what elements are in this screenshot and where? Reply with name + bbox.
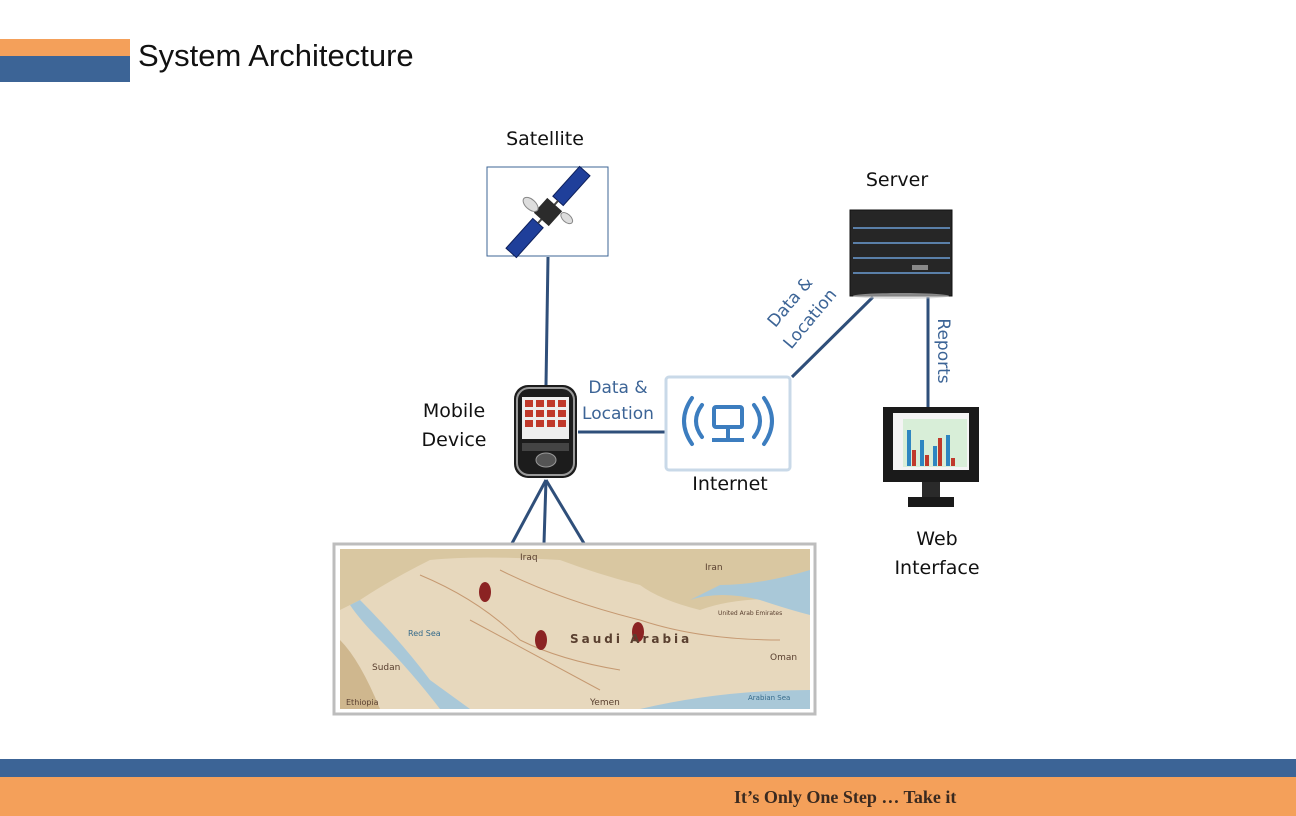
web-interface-label-line1: Web [916, 528, 958, 550]
slide-title: System Architecture [138, 38, 414, 73]
footer-accent-orange [0, 777, 1296, 816]
map-marker-2 [535, 630, 547, 650]
map-label-ethiopia: Ethiopia [346, 698, 379, 707]
satellite-label: Satellite [506, 128, 584, 150]
map-label-arabian-sea: Arabian Sea [748, 694, 790, 702]
map-label-yemen: Yemen [589, 698, 620, 708]
map-label-oman: Oman [770, 653, 797, 663]
map-marker-1 [479, 582, 491, 602]
server-label: Server [865, 169, 929, 191]
connector-internet-server [790, 295, 875, 379]
footer-accent-blue [0, 759, 1296, 777]
mobile-device-label-line2: Device [421, 429, 487, 451]
map-label-red-sea: Red Sea [408, 629, 441, 638]
map-label-sudan: Sudan [372, 663, 400, 673]
map-marker-3 [632, 622, 644, 642]
edge-label-mobile-internet-line1: Data & [588, 378, 648, 398]
internet-label: Internet [692, 473, 768, 495]
web-interface-label-line2: Interface [894, 557, 980, 579]
map-label-iran: Iran [705, 563, 723, 573]
server-icon [849, 209, 953, 299]
footer-tagline: It’s Only One Step … Take it [734, 787, 957, 807]
map-label-uae: United Arab Emirates [718, 610, 782, 617]
map-label-saudi: Saudi Arabia [570, 632, 692, 646]
header-accent-orange [0, 39, 130, 56]
mobile-device-icon [514, 385, 577, 478]
edge-label-server-web: Reports [933, 318, 953, 384]
mobile-device-label-line1: Mobile [422, 400, 486, 422]
map-image: Iraq Saudi Arabia Sudan Red Sea Oman Yem… [332, 542, 817, 716]
header-accent-blue [0, 56, 130, 82]
internet-icon [664, 375, 792, 472]
map-label-iraq: Iraq [520, 553, 538, 563]
satellite-icon [486, 165, 609, 259]
edge-label-mobile-internet-line2: Location [582, 404, 654, 424]
connector-satellite-mobile [544, 256, 550, 386]
web-interface-icon [883, 407, 979, 507]
